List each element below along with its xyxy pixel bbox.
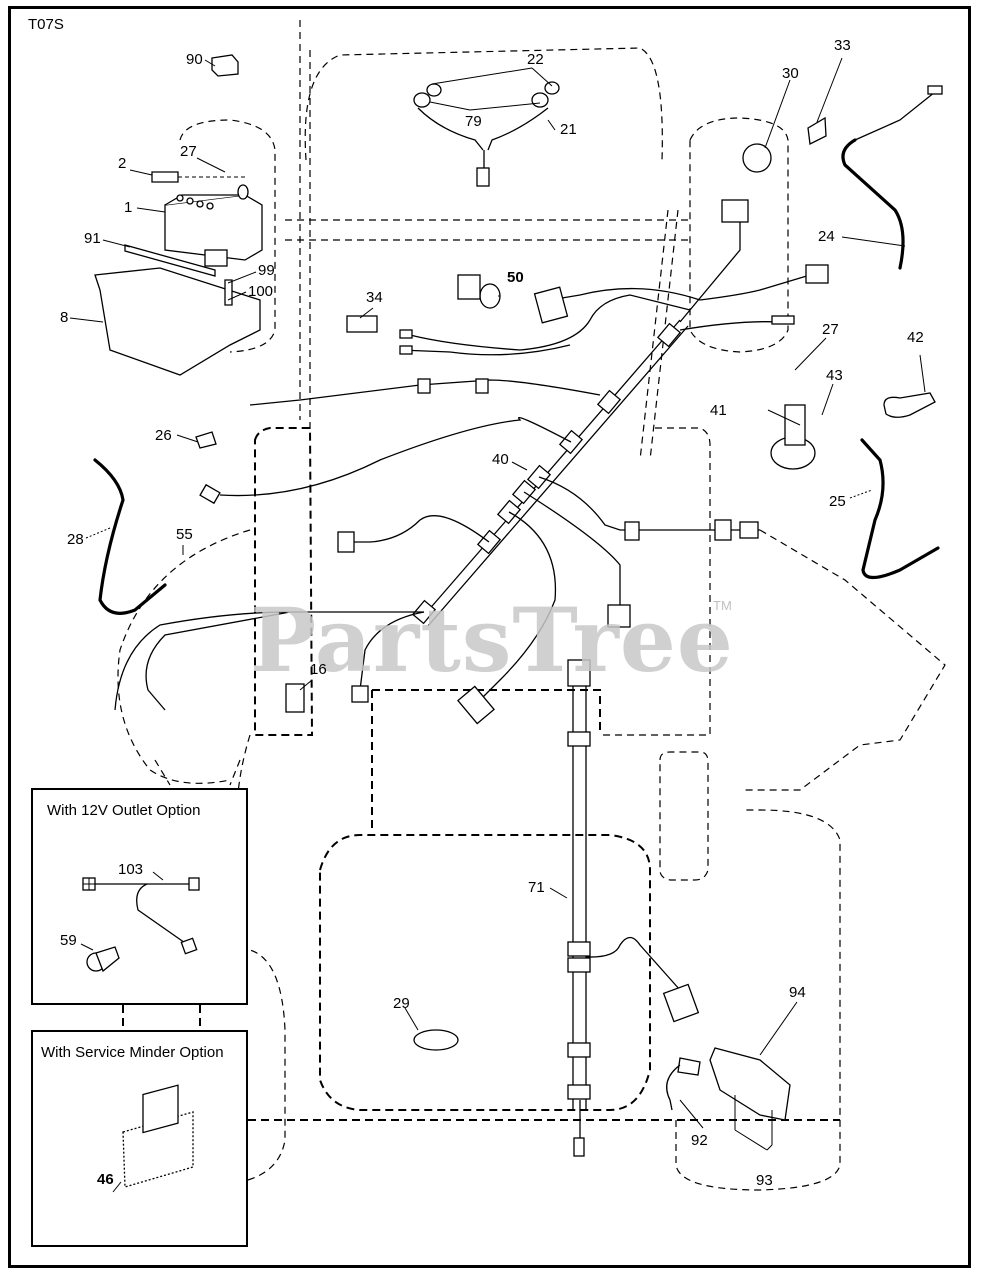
option-service-minder-box: With Service Minder Option 46 bbox=[31, 1030, 248, 1247]
callout-50[interactable]: 50 bbox=[507, 269, 524, 286]
left-wheel-arc bbox=[117, 529, 251, 784]
callout-100[interactable]: 100 bbox=[248, 283, 274, 300]
callout-99[interactable]: 99 bbox=[258, 262, 275, 279]
frame-crossbar bbox=[285, 219, 690, 241]
callout-94[interactable]: 94 bbox=[789, 984, 806, 1001]
main-harness-40 bbox=[114, 199, 829, 725]
callout-41[interactable]: 41 bbox=[710, 402, 727, 419]
callout-71[interactable]: 71 bbox=[528, 879, 545, 896]
seat-deck-outline bbox=[254, 427, 314, 736]
part-90-icon bbox=[211, 54, 239, 77]
part-29-icon bbox=[413, 1029, 459, 1051]
callout-27[interactable]: 27 bbox=[180, 143, 197, 160]
diagram-code: T07S bbox=[28, 16, 64, 33]
seat-area-outline bbox=[319, 834, 651, 1111]
callout-46[interactable]: 46 bbox=[97, 1171, 114, 1188]
callout-90[interactable]: 90 bbox=[186, 51, 203, 68]
boot-42-icon bbox=[883, 392, 936, 418]
service-minder-46-drawing bbox=[112, 1084, 194, 1193]
callout-22[interactable]: 22 bbox=[527, 51, 544, 68]
callout-21[interactable]: 21 bbox=[560, 121, 577, 138]
rear-right-pocket bbox=[675, 809, 841, 1191]
rear-fender-right bbox=[745, 529, 946, 791]
callout-34[interactable]: 34 bbox=[366, 289, 383, 306]
left-rear-curve bbox=[247, 949, 286, 1181]
battery-tray-outline bbox=[179, 119, 276, 353]
part-26-icon bbox=[195, 431, 217, 449]
option-12v-outlet-box: With 12V Outlet Option 103 59 bbox=[31, 788, 248, 1005]
callout-40[interactable]: 40 bbox=[492, 451, 509, 468]
callout-28[interactable]: 28 bbox=[67, 531, 84, 548]
part-94-icon bbox=[709, 1047, 791, 1121]
outlet-harness-103-drawing bbox=[80, 871, 200, 973]
battery-cable-24 bbox=[841, 138, 905, 270]
callout-103[interactable]: 103 bbox=[118, 861, 144, 878]
hood-outline bbox=[304, 47, 663, 161]
part-50-icon bbox=[479, 283, 501, 309]
ignition-switch-30-icon bbox=[742, 143, 772, 173]
callout-1[interactable]: 1 bbox=[124, 199, 133, 216]
dash-panel-outline bbox=[689, 117, 789, 353]
frame-left-rail bbox=[299, 20, 311, 430]
rear-harness-71 bbox=[567, 659, 700, 1157]
callout-43[interactable]: 43 bbox=[826, 367, 843, 384]
callout-16[interactable]: 16 bbox=[310, 661, 327, 678]
part-16-icon bbox=[285, 683, 305, 713]
callout-79[interactable]: 79 bbox=[465, 113, 482, 130]
callout-93[interactable]: 93 bbox=[756, 1172, 773, 1189]
key-33-icon bbox=[807, 116, 827, 145]
callout-25[interactable]: 25 bbox=[829, 493, 846, 510]
callout-26[interactable]: 26 bbox=[155, 427, 172, 444]
callout-27-solenoid[interactable]: 27 bbox=[822, 321, 839, 338]
battery-group bbox=[94, 171, 263, 376]
option-service-minder-title: With Service Minder Option bbox=[41, 1044, 224, 1061]
callout-24[interactable]: 24 bbox=[818, 228, 835, 245]
callout-59[interactable]: 59 bbox=[60, 932, 77, 949]
ground-cable-25 bbox=[860, 438, 940, 580]
shift-pocket bbox=[659, 751, 709, 881]
callout-55[interactable]: 55 bbox=[176, 526, 193, 543]
ground-cable-28 bbox=[93, 458, 167, 615]
headlight-harness-21 bbox=[413, 81, 560, 187]
trademark-mark: TM bbox=[713, 598, 732, 613]
callout-30[interactable]: 30 bbox=[782, 65, 799, 82]
part-34-icon bbox=[346, 315, 378, 333]
right-deck-outline bbox=[600, 427, 711, 736]
option-connector-dash bbox=[122, 1005, 201, 1030]
wheel-connector-dash bbox=[154, 759, 241, 786]
callout-2[interactable]: 2 bbox=[118, 155, 127, 172]
option-12v-outlet-title: With 12V Outlet Option bbox=[47, 802, 201, 819]
callout-33[interactable]: 33 bbox=[834, 37, 851, 54]
callout-91[interactable]: 91 bbox=[84, 230, 101, 247]
callout-8[interactable]: 8 bbox=[60, 309, 69, 326]
callout-29[interactable]: 29 bbox=[393, 995, 410, 1012]
center-deck-outline bbox=[371, 689, 601, 830]
part-92-icon bbox=[677, 1057, 701, 1076]
callout-92[interactable]: 92 bbox=[691, 1132, 708, 1149]
callout-42[interactable]: 42 bbox=[907, 329, 924, 346]
